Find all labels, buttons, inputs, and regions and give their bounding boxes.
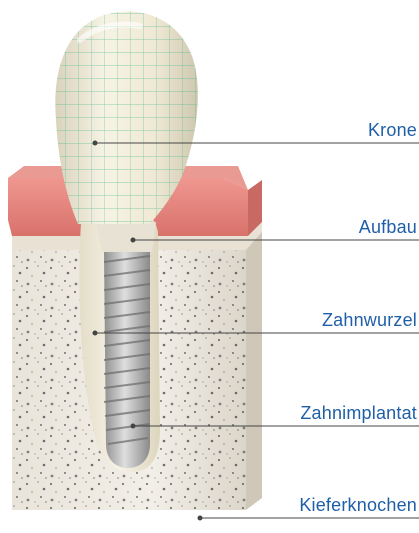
root-marker-dot [93, 331, 98, 336]
implant-label: Zahnimplantat [300, 404, 417, 422]
abutment-label: Aufbau [359, 218, 417, 236]
jawbone-marker-dot [198, 516, 203, 521]
crown-marker-dot [93, 141, 98, 146]
implant-screw [104, 252, 150, 468]
implant-marker-dot [131, 424, 136, 429]
jawbone-label: Kieferknochen [299, 496, 417, 514]
abutment-marker-dot [131, 238, 136, 243]
root-label: Zahnwurzel [322, 311, 417, 329]
abutment [96, 222, 156, 252]
crown-label: Krone [368, 121, 417, 139]
